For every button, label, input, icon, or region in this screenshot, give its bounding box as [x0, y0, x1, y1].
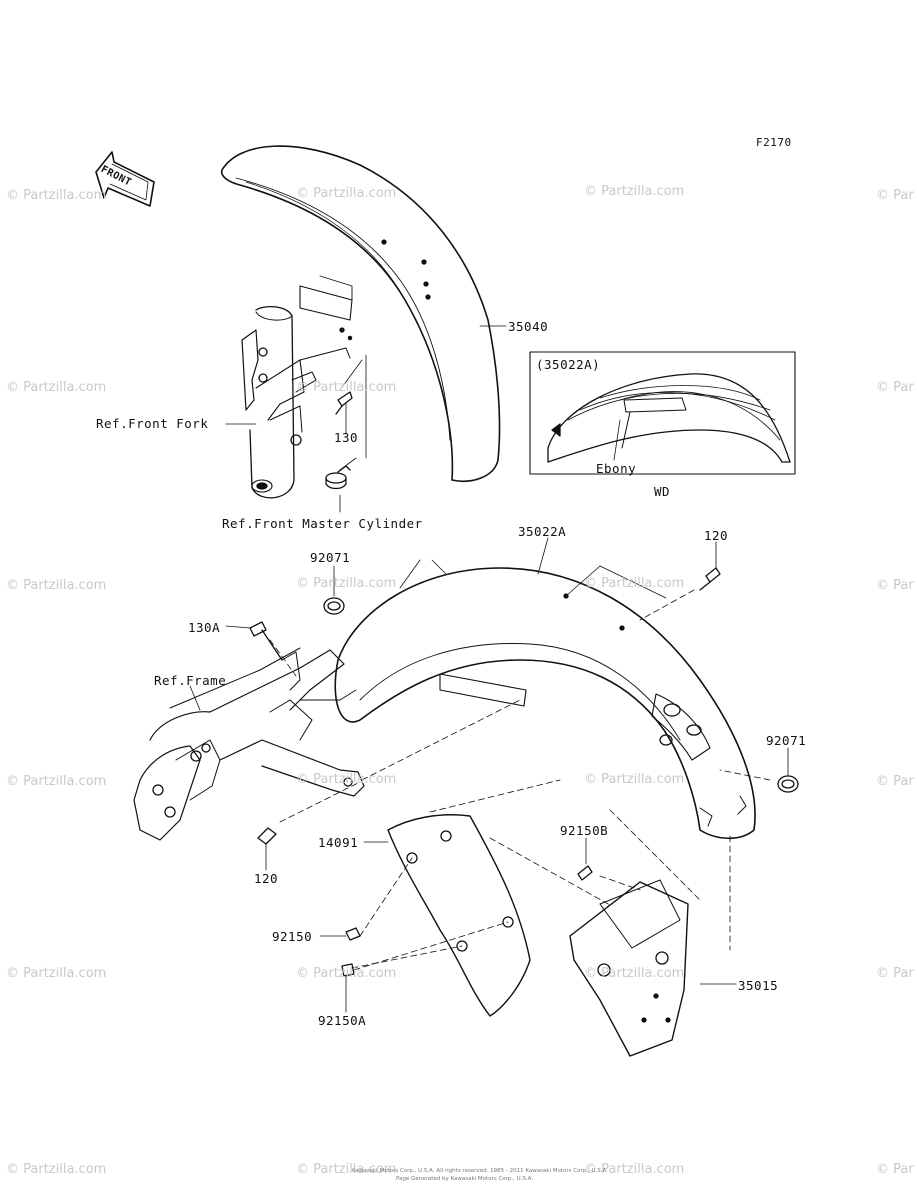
watermark: © Par	[876, 774, 914, 789]
part-label-35022A: 35022A	[518, 524, 567, 539]
watermark: © Partzilla.com	[584, 966, 685, 981]
watermark: © Par	[876, 380, 914, 395]
part-label-92150B: 92150B	[560, 823, 609, 838]
watermark: © Partzilla.com	[6, 380, 107, 395]
bolt-92150A	[341, 963, 355, 977]
watermark: © Partzilla.com	[584, 184, 685, 199]
watermark: © Partzilla.com	[584, 1162, 685, 1177]
watermark: © Partzilla.com	[296, 772, 397, 787]
ref-frame-label: Ref.Frame	[154, 673, 227, 688]
mud-flap-14091	[387, 814, 531, 1017]
inset-callout-ebony: Ebony	[596, 461, 637, 476]
part-label-130: 130	[334, 430, 359, 445]
watermark: © Partzilla.com	[296, 966, 397, 981]
watermark: © Partzilla.com	[296, 576, 397, 591]
rubber-grommet-92071-right	[777, 775, 799, 793]
copyright-line-1: Kawasaki Motors Corp., U.S.A. All rights…	[352, 1168, 608, 1174]
bolt-130A	[249, 621, 283, 661]
inset-title: (35022A)	[536, 357, 601, 372]
bolt-120-top	[699, 567, 721, 591]
hose-clamp	[325, 465, 351, 490]
figure-code: F2170	[756, 136, 792, 149]
leader-lines	[189, 325, 789, 1013]
bolt-130	[335, 391, 353, 415]
ref-front-master-cylinder-label: Ref.Front Master Cylinder	[222, 516, 423, 531]
watermark: © Partzilla.com	[584, 576, 685, 591]
part-label-35040: 35040	[508, 319, 549, 334]
part-label-14091: 14091	[318, 835, 359, 850]
watermark: © Partzilla.com	[6, 188, 107, 203]
part-label-92071-left: 92071	[310, 550, 351, 565]
bolt-92150	[345, 927, 361, 941]
bolt-120-bottom	[257, 827, 277, 845]
watermark: © Partzilla.com	[296, 380, 397, 395]
part-label-35015: 35015	[738, 978, 779, 993]
copyright-line-2: Page Generated by Kawasaki Motors Corp.,…	[396, 1176, 534, 1182]
ref-front-fork-label: Ref.Front Fork	[96, 416, 209, 431]
inset-box-35022A-ebony	[529, 351, 796, 475]
front-fork-reference	[241, 305, 351, 499]
front-fender-35040	[220, 145, 501, 482]
bolt-92150B	[577, 865, 593, 881]
bracket-35015	[569, 879, 689, 1057]
part-label-120-top: 120	[704, 528, 729, 543]
part-label-92150: 92150	[272, 929, 313, 944]
dashed-assembly-lines	[269, 589, 771, 971]
rear-fender-35022A	[334, 567, 756, 840]
frame-reference	[133, 647, 365, 841]
inset-caption: WD	[654, 484, 671, 499]
watermark: © Partzilla.com	[6, 1162, 107, 1177]
watermark: © Partzilla.com	[296, 1162, 397, 1177]
watermark: © Partzilla.com	[6, 774, 107, 789]
watermark: © Par	[876, 966, 914, 981]
part-label-130A: 130A	[188, 620, 221, 635]
watermark: © Par	[876, 578, 914, 593]
watermark: © Par	[876, 188, 914, 203]
watermark: © Partzilla.com	[584, 772, 685, 787]
part-label-92071-right: 92071	[766, 733, 807, 748]
watermark: © Partzilla.com	[6, 966, 107, 981]
watermark: © Partzilla.com	[6, 578, 107, 593]
watermark: © Par	[876, 1162, 914, 1177]
front-direction-arrow-icon	[95, 151, 155, 207]
part-label-120-bottom: 120	[254, 871, 279, 886]
part-label-92150A: 92150A	[318, 1013, 367, 1028]
rubber-grommet-92071-left	[323, 597, 345, 615]
watermark: © Partzilla.com	[296, 186, 397, 201]
